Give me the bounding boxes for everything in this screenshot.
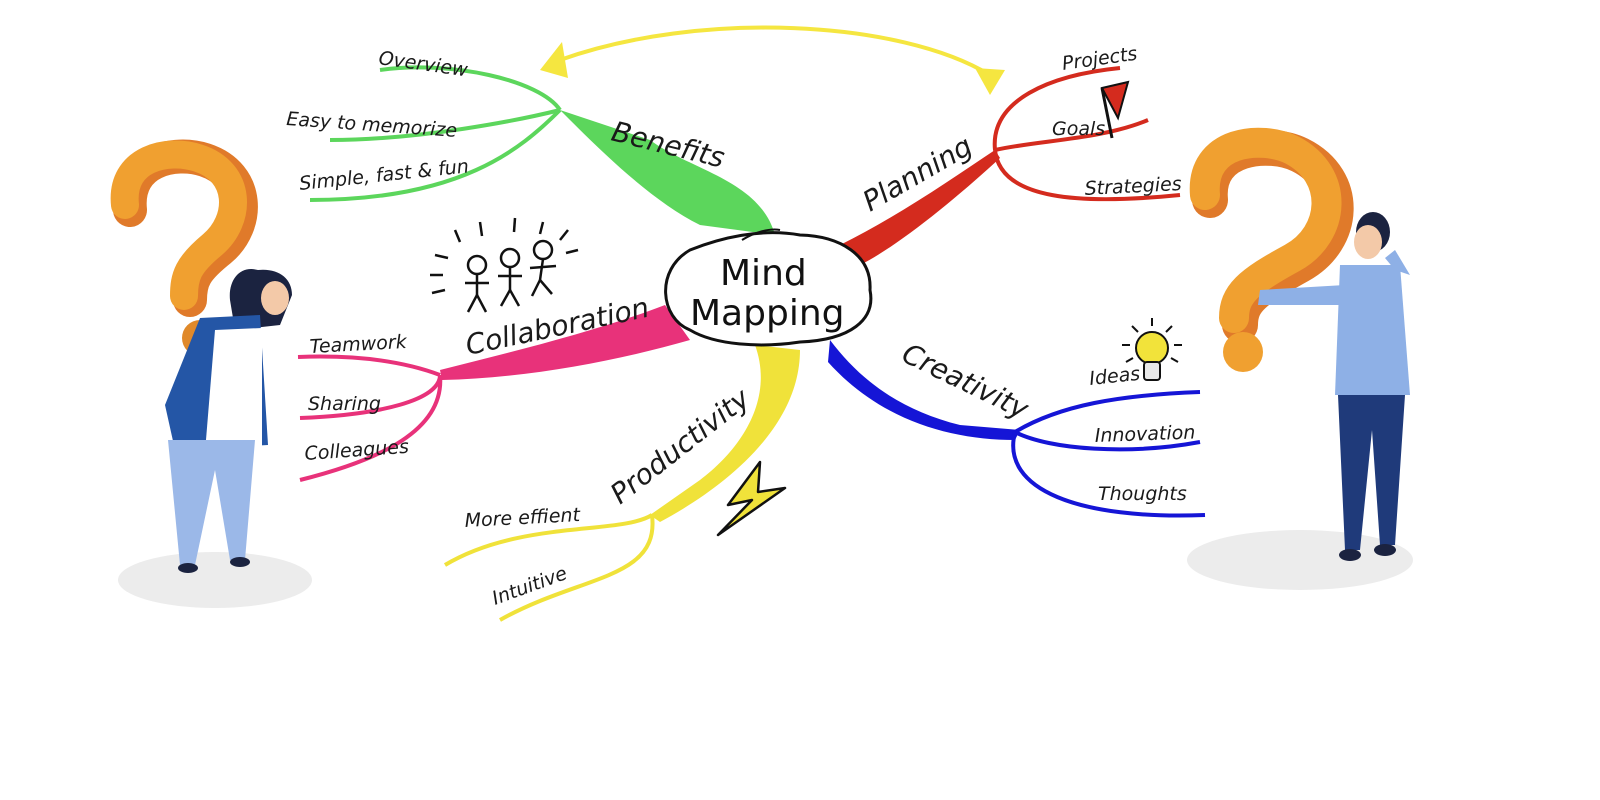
center-title-line2: Mapping [690,293,845,334]
branch-planning: Planning Projects Goals Strategies [840,43,1182,265]
leaf-more-effient: More effient [464,504,582,532]
branch-collaboration: Collaboration Teamwork Sharing Colleague… [297,217,690,482]
leaf-goals: Goals [1052,118,1105,140]
leaf-teamwork: Teamwork [309,331,408,358]
leaf-intuitive: Intuitive [489,562,570,609]
branch-productivity: Productivity More effient Intuitive [443,345,800,622]
branch-creativity: Creativity Ideas Innovation Thoughts [828,318,1206,518]
person-left-icon [118,269,312,608]
lightning-icon [716,460,787,537]
branch-label-productivity: Productivity [604,381,756,510]
leaf-simple-fast-fun: Simple, fast & fun [298,155,470,195]
branch-benefits: Benefits Overview Easy to memorize Simpl… [286,47,775,235]
cycle-arrow-icon [540,25,1005,95]
question-mark-right-icon [1189,127,1354,372]
leaf-thoughts: Thoughts [1098,483,1187,505]
flag-icon [1100,80,1130,139]
lightbulb-icon [1122,318,1182,381]
person-right-icon [1187,212,1413,590]
center-node: Mind Mapping [664,228,873,347]
leaf-innovation: Innovation [1094,421,1195,446]
leaf-colleagues: Colleagues [304,436,410,465]
center-title-line1: Mind [720,253,807,294]
leaf-ideas: Ideas [1088,363,1141,390]
leaf-strategies: Strategies [1084,173,1182,200]
leaf-overview: Overview [377,47,469,81]
stick-figures-icon [430,217,579,313]
leaf-sharing: Sharing [308,393,381,415]
